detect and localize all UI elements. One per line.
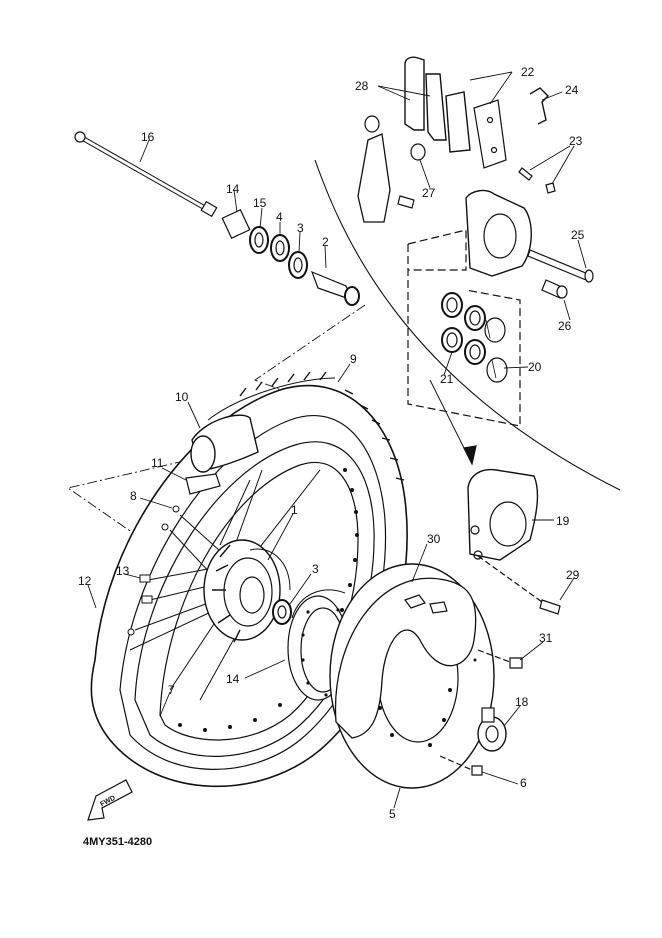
callout-24: 24: [565, 83, 579, 97]
callout-29: 29: [566, 568, 580, 582]
callout-10: 10: [175, 390, 189, 404]
callout-5: 5: [389, 807, 396, 821]
callout-14: 14: [226, 672, 240, 686]
part-code: 4MY351-4280: [83, 836, 153, 848]
callout-3-upper: 3: [297, 221, 304, 235]
callout-30: 30: [427, 532, 441, 546]
caliper-19: [467, 468, 539, 561]
bearing-4: [270, 234, 290, 262]
forward-arrow-icon: [87, 779, 133, 821]
bolt-25: [527, 249, 594, 283]
pistons-20: [484, 317, 508, 383]
callout-13: 13: [116, 564, 130, 578]
bearing-3-lower: [272, 599, 292, 625]
callout-9: 9: [350, 352, 357, 366]
pad-spring-24: [529, 87, 549, 125]
spacer-2: [310, 270, 360, 306]
caliper-body-upper: [465, 189, 532, 277]
callout-28: 28: [355, 79, 369, 93]
callout-26: 26: [558, 319, 572, 333]
axle-shaft: [74, 131, 218, 218]
callout-16: 15: [253, 196, 267, 210]
bolt-6: [439, 755, 483, 776]
callout-2: 2: [322, 235, 329, 249]
callout-15: 14: [226, 182, 240, 196]
bracket-27: [357, 115, 426, 223]
callout-23: 23: [569, 134, 583, 148]
callout-11: 11: [151, 456, 164, 470]
callout-22: 22: [521, 65, 535, 79]
callout-4: 4: [276, 210, 283, 224]
piston-seals-21: [441, 292, 486, 365]
meter-gear-18: [477, 707, 507, 752]
callout-18: 18: [515, 695, 529, 709]
bleed-screw-23: [518, 167, 556, 194]
disc-cover-30: [334, 577, 477, 739]
callout-27: 27: [422, 186, 436, 200]
collar-15: [221, 209, 251, 239]
oil-seal-16: [249, 226, 269, 254]
rim-band-11: [185, 473, 221, 495]
leader-lines: [87, 71, 587, 809]
callout-7: 7: [168, 683, 175, 697]
callout-19: 19: [556, 514, 570, 528]
callout-17: 16: [141, 130, 155, 144]
callout-3-lower: 3: [312, 562, 319, 576]
callout-25: 25: [571, 228, 585, 242]
brake-pads-28: [404, 56, 471, 153]
bearing-3-upper: [288, 251, 308, 279]
callout-8: 8: [130, 489, 137, 503]
pad-shim-22: [473, 99, 507, 169]
pin-26: [541, 279, 568, 299]
bolt-31: [477, 649, 523, 669]
callout-21: 21: [440, 372, 454, 386]
callout-31: 31: [539, 631, 553, 645]
bolt-29: [477, 555, 561, 615]
hub-1: [203, 539, 291, 643]
callout-20: 20: [528, 360, 542, 374]
callout-6: 6: [520, 776, 527, 790]
tube-10: [190, 414, 259, 473]
callout-12: 12: [78, 574, 92, 588]
callout-1: 1: [291, 503, 298, 517]
